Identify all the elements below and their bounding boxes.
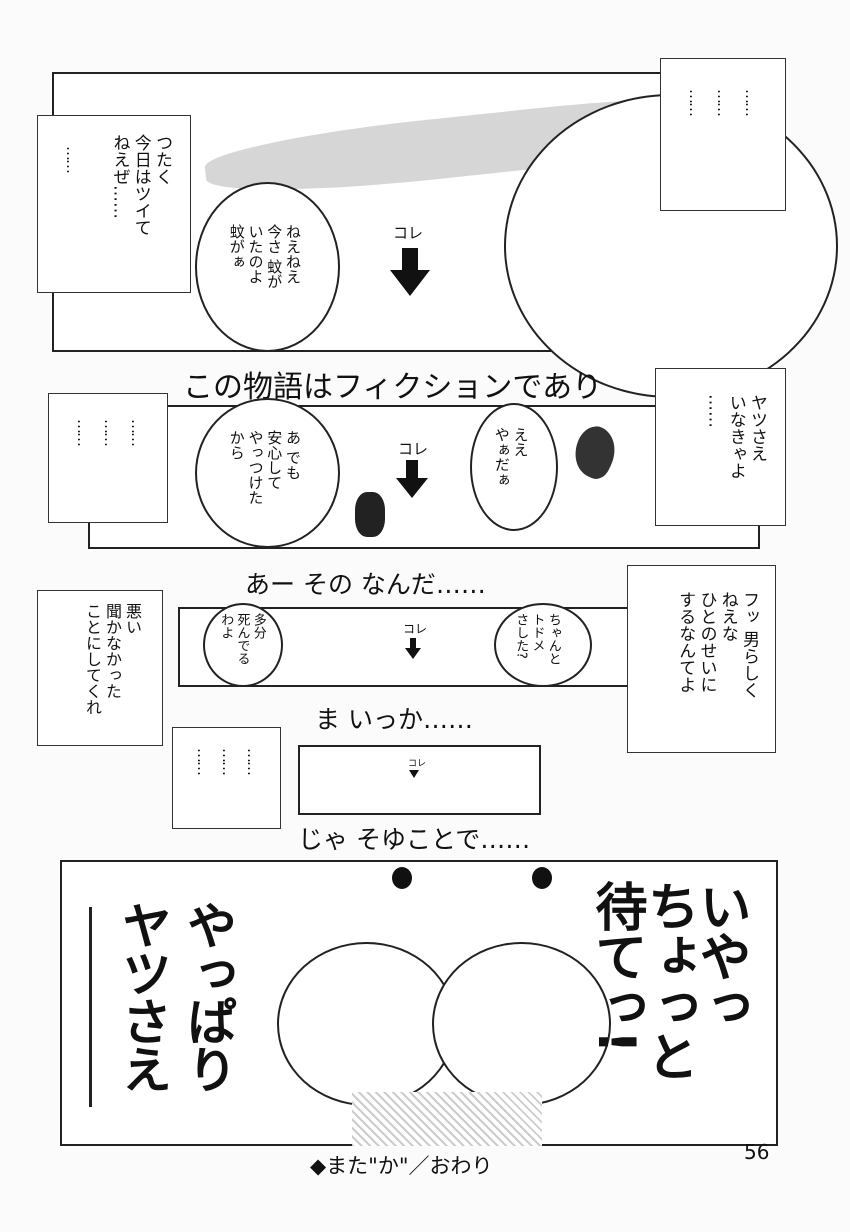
caption-fiction: この物語はフィクションであり [183,370,603,405]
down-arrow-icon [405,648,421,659]
panel-5 [60,860,778,1146]
narration-text: 悪い 聞かなかった ことにしてくれ [83,603,142,715]
down-arrow-icon [402,248,418,270]
eye [392,867,412,889]
shout-text: やっぱり ヤツさえ [114,900,237,1092]
speech-text: ねえねえ 今さ 蚊が いたのよ 蚊がぁ [227,224,302,289]
narration-box-right: フッ 男らしく ねえな ひとのせいに するなんてよ [627,565,776,753]
narration-box-left: つたく 今日はツイて ねえぜ…… …… [37,115,191,293]
speech-text: 多分 死んでる わよ [218,613,266,665]
narration-box-right: ヤツさえ いなきゃよ …… [655,368,786,526]
speech-bubble: ねえねえ 今さ 蚊が いたのよ 蚊がぁ [195,182,340,352]
dots-text: …… [63,146,81,172]
caption-soyukotode: じゃ そゆことで…… [298,825,531,854]
dots-text: …… [219,748,237,774]
dots-text: …… [686,89,704,115]
dots-text: …… [742,89,760,115]
dots-text: …… [101,419,119,445]
shoe [566,420,624,484]
down-arrow-icon [409,770,419,778]
dots-text: …… [194,748,212,774]
down-arrow-icon [390,270,430,296]
pattern-area [352,1092,542,1146]
shout-text: いやっ ちょっと 待てっ! [586,880,750,1080]
narration-box-right: …… …… …… [660,58,786,211]
dots-text: …… [74,419,92,445]
narration-box-left: …… …… …… [172,727,281,829]
diamond-icon: ◆ [310,1154,327,1178]
divider-line [89,907,92,1107]
caption-sono-nanda: あー その なんだ…… [245,570,486,599]
footer-text: また"か"／おわり [326,1154,493,1178]
speech-bubble: 多分 死んでる わよ [203,603,283,687]
dots-text: …… [714,89,732,115]
speech-text: ちゃんと トドメ さした? [513,613,561,665]
speech-text: ええ やぁだぁ [492,427,530,487]
speech-bubble: あ でも 安心して やっつけた から [195,398,340,548]
down-arrow-icon [410,638,416,648]
kore-label: コレ [403,622,428,636]
shoe [355,492,385,537]
footer-title: ◆また"か"／おわり [310,1150,492,1180]
character-face-left [277,942,456,1106]
dots-text: …… [128,419,146,445]
down-arrow-icon [406,460,418,478]
narration-text: つたく 今日はツイて ねえぜ…… [109,134,173,236]
narration-box-left: …… …… …… [48,393,168,523]
character-face-right [432,942,611,1106]
kore-label: コレ [393,224,424,242]
narration-box-left: 悪い 聞かなかった ことにしてくれ [37,590,163,746]
kore-label: コレ [398,440,429,458]
speech-bubble: ちゃんと トドメ さした? [494,603,592,687]
narration-text: ヤツさえ いなきゃよ …… [704,394,768,479]
narration-text: フッ 男らしく ねえな ひとのせいに するなんてよ [675,591,759,699]
speech-bubble: ええ やぁだぁ [470,403,558,531]
down-arrow-icon [396,478,428,498]
page-number: 56 [744,1140,770,1164]
speech-text: あ でも 安心して やっつけた から [227,430,302,505]
dots-text: …… [244,748,262,774]
caption-maikka: ま いっか…… [315,705,473,734]
eye [532,867,552,889]
kore-label: コレ [408,759,427,769]
panel-4 [298,745,541,815]
